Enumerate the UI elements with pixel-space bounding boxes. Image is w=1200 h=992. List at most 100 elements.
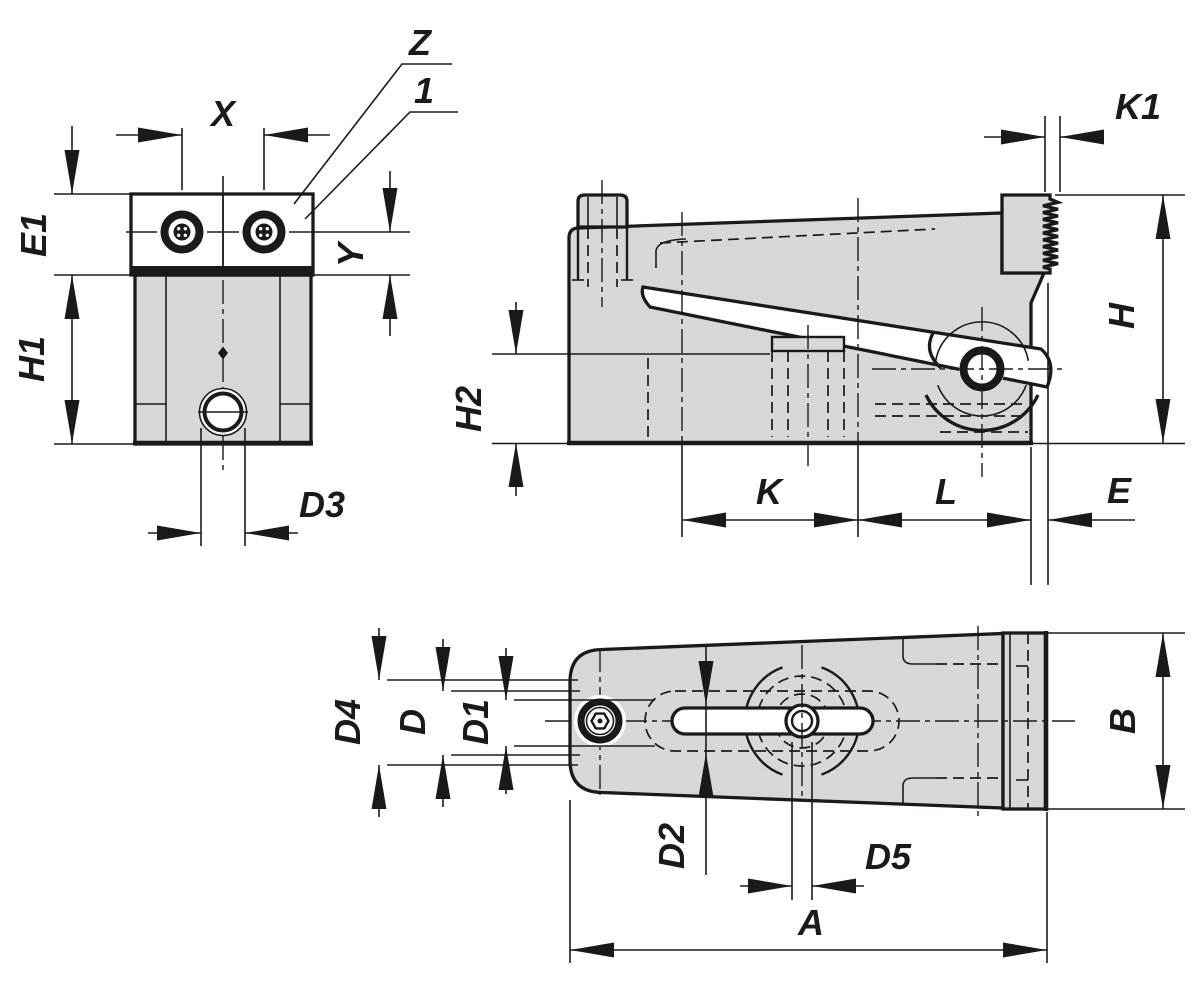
screw-dot [177, 227, 181, 231]
arrowhead [435, 647, 451, 691]
slot [670, 706, 875, 736]
dim-label-b: B [1102, 708, 1143, 734]
dim-label-d2: D2 [651, 823, 692, 869]
dim-label-k1: K1 [1115, 86, 1161, 127]
arrowhead [508, 310, 524, 354]
side-hole [872, 307, 1062, 477]
dim-label-x: X [209, 93, 237, 134]
callout-z: Z [293, 22, 452, 205]
arrowhead [748, 878, 792, 894]
front-hole [198, 387, 248, 437]
serration-band [131, 266, 313, 275]
screw-dot [177, 233, 181, 237]
callout-label-1: 1 [414, 70, 434, 111]
dimension-k: K [682, 471, 858, 521]
screw-hub [255, 223, 273, 241]
dim-label-h1: H1 [11, 336, 52, 382]
bottom-screw [574, 695, 626, 747]
dim-label-e: E [1107, 470, 1132, 511]
side-jaw-serrated [1000, 193, 1064, 275]
arrowhead [1003, 942, 1047, 958]
dimension-h2: H2 [448, 302, 517, 496]
arrowheads [64, 127, 1171, 958]
arrowhead [371, 636, 387, 680]
arrowhead [987, 512, 1031, 528]
screw-dot [259, 227, 263, 231]
dim-label-d4: D4 [327, 699, 368, 745]
arrowhead [508, 443, 524, 487]
arrowhead [64, 150, 80, 194]
arrowhead [698, 661, 714, 705]
dimension-e: E [1048, 470, 1135, 521]
arrowhead [64, 275, 80, 319]
arrowhead [814, 512, 858, 528]
dimension-l: L [858, 471, 1031, 521]
arrowhead [1155, 399, 1171, 443]
dim-label-d1: D1 [455, 699, 496, 745]
screw-dot [183, 233, 187, 237]
bottom-view: D4 D D1 D2 D5 [327, 626, 1185, 963]
wedge-slot [640, 285, 1053, 389]
arrowhead [498, 746, 514, 790]
arrowhead [570, 942, 614, 958]
arrowhead [1155, 195, 1171, 239]
arrowhead [682, 512, 726, 528]
pocket-edge [655, 238, 687, 268]
thread-pocket [770, 325, 846, 470]
arrowhead [1048, 512, 1092, 528]
callout-1: 1 [304, 70, 458, 220]
arrowhead [371, 765, 387, 809]
screw-dot [183, 227, 187, 231]
arrowhead [1155, 633, 1171, 677]
screw-dot [265, 233, 269, 237]
arrowhead [382, 188, 398, 232]
arrowhead [138, 127, 182, 143]
front-screw-left [157, 207, 207, 257]
side-view: K1 H H2 K L E [448, 86, 1185, 585]
screw-ring [160, 210, 204, 254]
screw-dot [259, 233, 263, 237]
arrowhead [435, 755, 451, 799]
screw-hub [173, 223, 191, 241]
front-serrated-block [129, 192, 315, 277]
screw-dot [265, 227, 269, 231]
dim-label-y: Y [330, 240, 371, 267]
arrowhead [812, 878, 856, 894]
front-view: X Z 1 E1 H1 Y [11, 22, 458, 546]
dim-label-d: D [392, 709, 433, 735]
dimension-a: A [569, 800, 1048, 963]
dim-label-d3: D3 [299, 484, 345, 525]
arrowhead [1060, 129, 1104, 145]
dim-label-e1: E1 [13, 213, 54, 257]
dim-label-k: K [756, 471, 785, 512]
arrowhead [498, 656, 514, 700]
dimension-x: X [116, 93, 330, 190]
side-hex-screw [572, 180, 633, 307]
arrowhead [64, 400, 80, 444]
dim-label-a: A [797, 902, 824, 943]
dim-label-h2: H2 [448, 386, 489, 432]
arrowhead [1001, 129, 1045, 145]
step-curve-top [902, 637, 936, 665]
wedge-nose [927, 332, 943, 370]
center-mark-diamond [218, 346, 228, 360]
arrowhead [1155, 765, 1171, 809]
callout-label-z: Z [408, 22, 433, 63]
front-screw-right [239, 207, 289, 257]
screw-ring [242, 210, 286, 254]
hidden-top-edge [659, 228, 936, 244]
arrowhead [698, 753, 714, 797]
dimension-k1: K1 [984, 86, 1161, 192]
dimension-d3: D3 [148, 428, 345, 546]
hidden-slot-outline [644, 690, 900, 752]
dim-label-d5: D5 [865, 836, 912, 877]
step-curve-bottom [902, 777, 936, 805]
arrowhead [858, 512, 902, 528]
dim-label-h: H [1101, 302, 1142, 329]
arrowhead [245, 525, 289, 541]
dim-label-l: L [935, 471, 957, 512]
dimension-d4: D4 [327, 628, 578, 817]
arrowhead [157, 525, 201, 541]
